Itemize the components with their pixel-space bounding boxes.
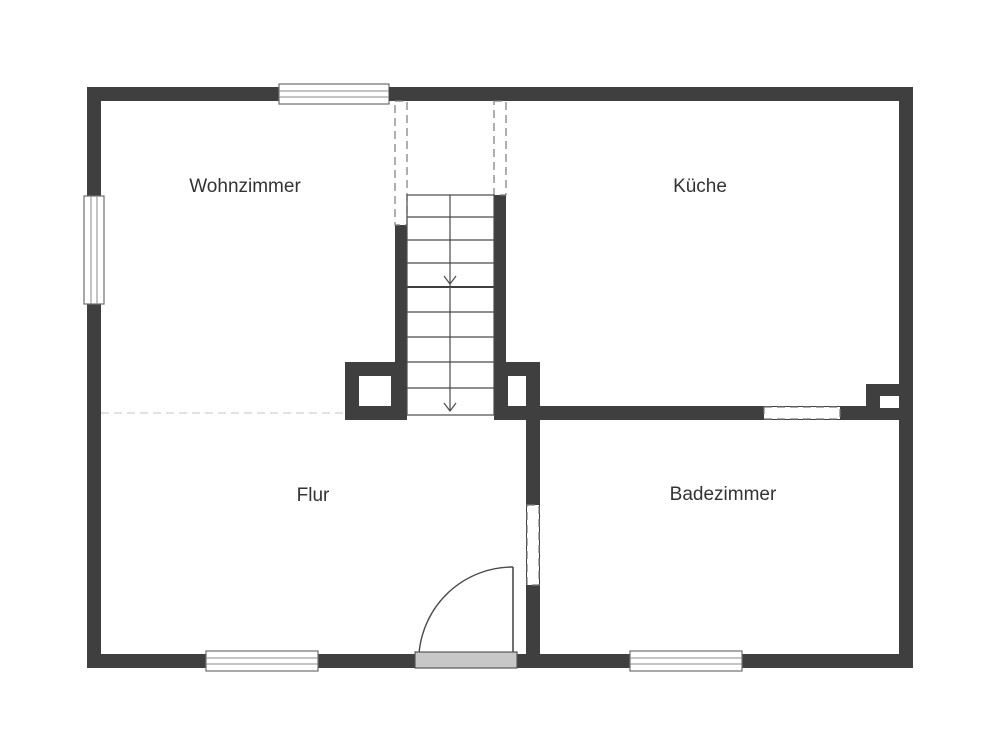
window-bottom-right — [629, 650, 743, 672]
stair-opening-left — [394, 100, 408, 226]
stair-opening-right — [493, 100, 507, 196]
arrow-down-icon — [443, 402, 457, 412]
window-left — [83, 195, 105, 305]
arrow-down-icon — [443, 275, 457, 285]
window-top — [278, 83, 390, 105]
room-label-kitchen: Küche — [673, 176, 727, 197]
wall-segment-top-stairs — [389, 87, 509, 101]
room-label-living: Wohnzimmer — [189, 176, 301, 197]
interior-walls — [345, 195, 913, 668]
kitchen-bath-opening — [763, 406, 841, 420]
entrance-door — [414, 566, 518, 669]
staircase — [406, 194, 495, 416]
window-bottom-left — [205, 650, 319, 672]
room-label-bath: Badezimmer — [670, 484, 777, 505]
room-label-hall: Flur — [297, 485, 330, 506]
door-threshold — [414, 651, 518, 669]
bath-door-opening — [526, 504, 540, 586]
